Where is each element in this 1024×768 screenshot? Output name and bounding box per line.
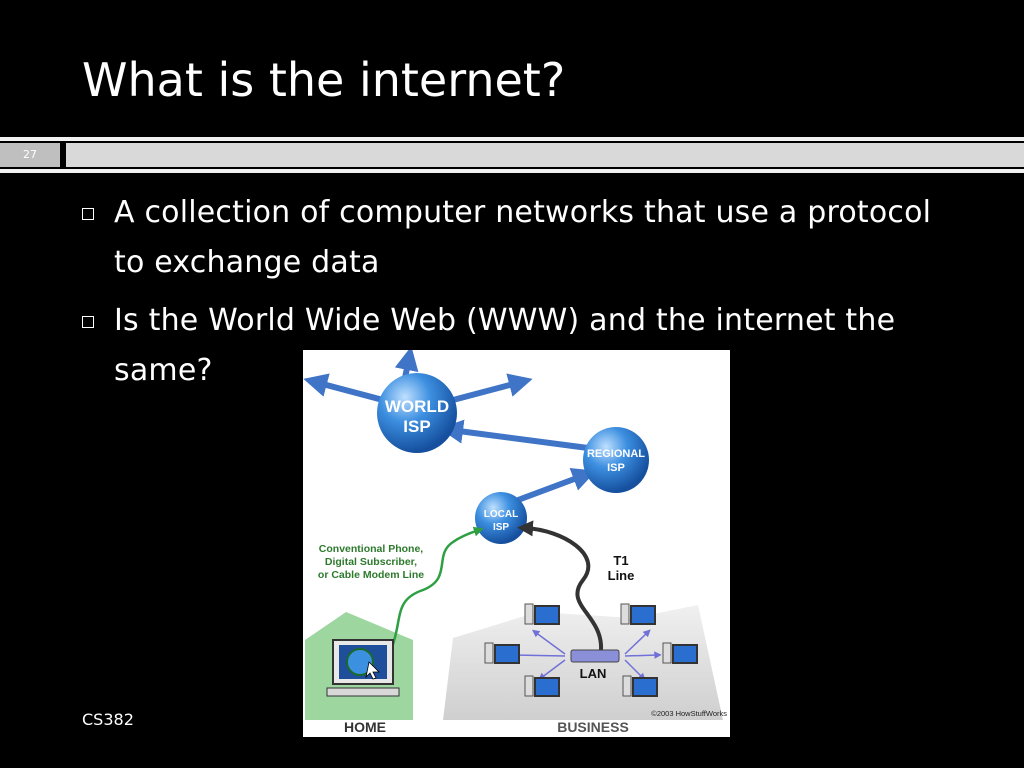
t1-label-1: T1 [613, 553, 628, 568]
home-computer-icon [326, 639, 400, 697]
regional-isp-label-1: REGIONAL [587, 448, 645, 460]
local-isp-label-1: LOCAL [484, 509, 518, 520]
t1-line [517, 520, 604, 651]
lan-label: LAN [580, 666, 607, 681]
modem-line [389, 526, 484, 651]
slide-title: What is the internet? [82, 53, 566, 107]
bullet-text: Is the World Wide Web (WWW) and the inte… [114, 303, 896, 388]
bullet-square-icon [82, 316, 94, 328]
local-isp-label-2: ISP [493, 522, 509, 533]
lan-computer-icon [620, 603, 656, 625]
internet-diagram: WORLD ISP REGIONAL ISP LOCAL ISP Convent… [303, 350, 730, 737]
lan-hub-icon [570, 649, 620, 663]
bullet-item: Is the World Wide Web (WWW) and the inte… [82, 296, 962, 396]
arrow-world-right [452, 373, 533, 403]
t1-label-2: Line [608, 568, 635, 583]
world-isp-label-1: WORLD [385, 397, 449, 416]
world-isp-label-2: ISP [403, 417, 430, 436]
header-strip [66, 143, 1024, 167]
lan-computer-icon [524, 603, 560, 625]
home-label: HOME [344, 719, 386, 735]
local-isp-icon [475, 492, 527, 544]
regional-isp-label-2: ISP [607, 462, 625, 474]
world-isp-icon [377, 373, 457, 453]
bullet-text: A collection of computer networks that u… [114, 195, 932, 280]
lan-computer-icon [524, 675, 560, 697]
lan-computer-icon [484, 642, 520, 664]
arrow-regional-world [439, 419, 589, 451]
arrow-world-left [303, 373, 384, 403]
copyright-text: ©2003 HowStuffWorks [651, 709, 727, 718]
regional-isp-icon [583, 427, 649, 493]
header-rule-top [0, 137, 1024, 141]
bullet-list: A collection of computer networks that u… [82, 188, 962, 404]
header-rule-bottom [0, 169, 1024, 173]
lan-computer-icon [622, 675, 658, 697]
slide-number: 27 [0, 143, 60, 167]
arrow-local-regional [516, 467, 597, 503]
bullet-square-icon [82, 208, 94, 220]
connection-label-3: or Cable Modem Line [318, 569, 424, 581]
connection-label-1: Conventional Phone, [319, 543, 424, 555]
lan-computer-icon [662, 642, 698, 664]
bullet-item: A collection of computer networks that u… [82, 188, 962, 288]
business-label: BUSINESS [557, 719, 629, 735]
connection-label-2: Digital Subscriber, [325, 556, 417, 568]
footer-course-label: CS382 [82, 710, 134, 729]
